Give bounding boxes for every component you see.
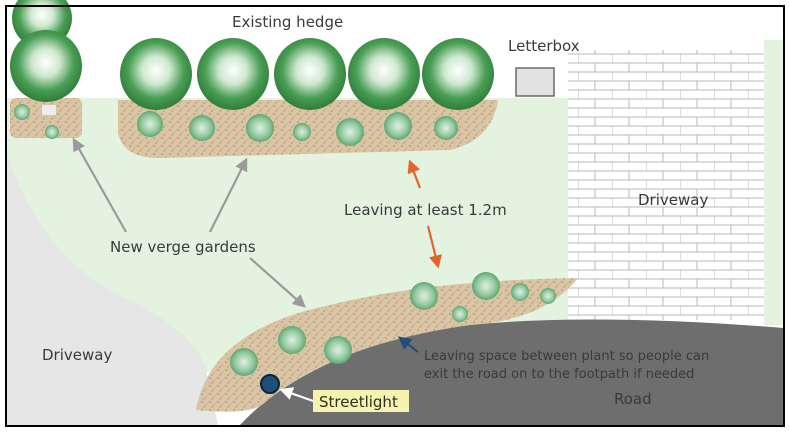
label-letterbox: Letterbox: [508, 37, 580, 55]
label-driveway-left: Driveway: [42, 346, 112, 364]
hedge-shrub-icon: [10, 0, 494, 110]
label-streetlight: Streetlight: [319, 393, 398, 411]
bottom-verge-bed: [196, 278, 578, 412]
clearance-arrow-up: [407, 159, 422, 189]
label-leaving-space-1: Leaving space between plant so people ca…: [424, 349, 709, 364]
clearance-arrow-down: [426, 225, 442, 269]
streetlight-icon: [260, 374, 280, 394]
streetlight-arrow: [279, 387, 317, 404]
label-leaving-space-2: exit the road on to the footpath if need…: [424, 367, 694, 382]
label-leaving-clearance: Leaving at least 1.2m: [344, 201, 507, 219]
label-new-verge-gardens: New verge gardens: [110, 238, 256, 256]
plant-icon: [14, 104, 458, 146]
lawn-strip-right: [764, 40, 784, 325]
driveway-left-area: [6, 150, 218, 425]
label-existing-hedge: Existing hedge: [232, 13, 343, 31]
verge-arrows: [72, 137, 306, 308]
space-arrow: [397, 336, 419, 353]
label-driveway-right: Driveway: [638, 191, 708, 209]
diagram-border: [5, 5, 785, 427]
driveway-right-area: [568, 50, 764, 320]
label-road: Road: [614, 390, 652, 408]
letterbox-icon: [515, 67, 555, 97]
streetlight-tag: [313, 390, 409, 412]
plant-icon: [230, 272, 556, 376]
